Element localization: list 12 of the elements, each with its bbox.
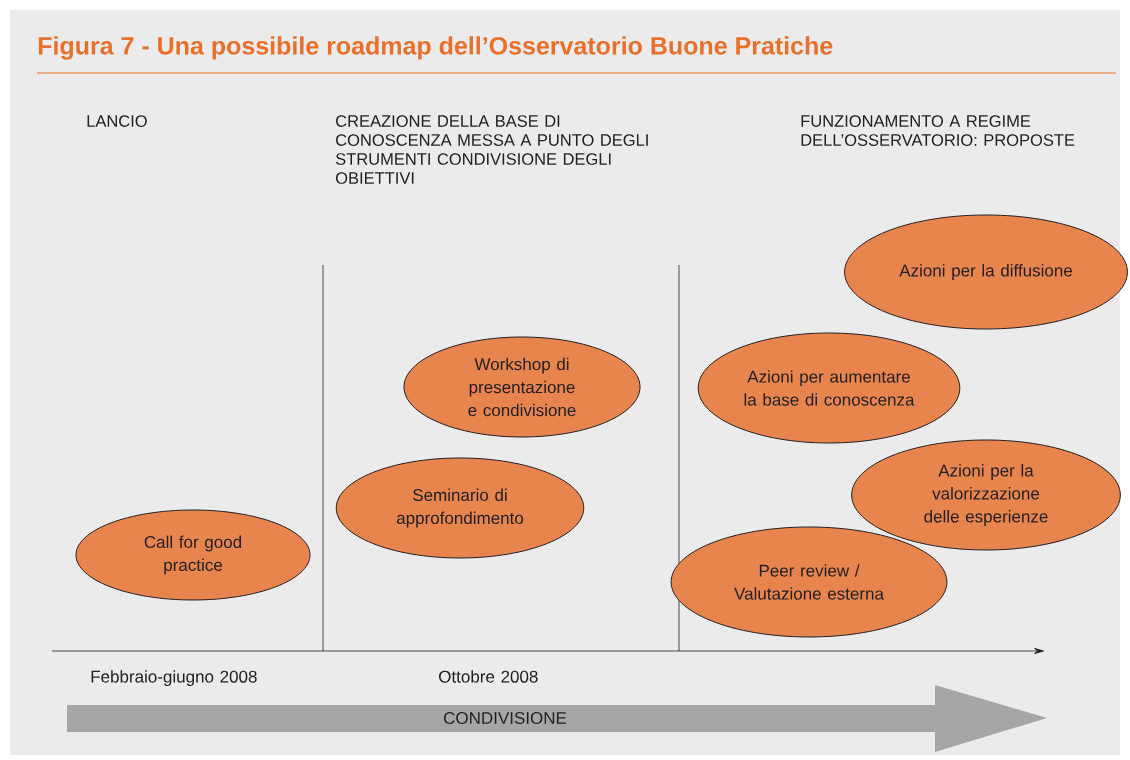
ellipse-node: Seminario di approfondimento — [335, 457, 585, 559]
phase-heading: LANCIO — [87, 115, 147, 127]
ellipse-node: Call for good practice — [75, 509, 311, 601]
phase-heading: CREAZIONE DELLA BASE DI CONOSCENZA MESSA A PUNTO DEGLI STRUMENTI CONDIVISIONE DEGLI OBIETTIVI — [335, 115, 648, 184]
phase-heading: FUNZIONAMENTO A REGIME DELL’OSSERVATORIO: PROPOSTE — [801, 115, 1075, 146]
ellipse-node: Azioni per la valorizzazione delle esperienze — [851, 439, 1121, 551]
ellipse-node: Azioni per aumentare la base di conoscenza — [697, 332, 961, 444]
figure-title: Figura 7 - Una possibile roadmap dell’Osservatorio Buone Pratiche — [38, 36, 833, 60]
ellipse-node: Workshop di presentazione e condivisione — [403, 336, 641, 438]
date-label: Febbraio-giugno 2008 — [91, 670, 257, 687]
ellipse-node: Azioni per la diffusione — [844, 214, 1128, 330]
ellipse-node: Peer review / Valutazione esterna — [670, 526, 948, 638]
